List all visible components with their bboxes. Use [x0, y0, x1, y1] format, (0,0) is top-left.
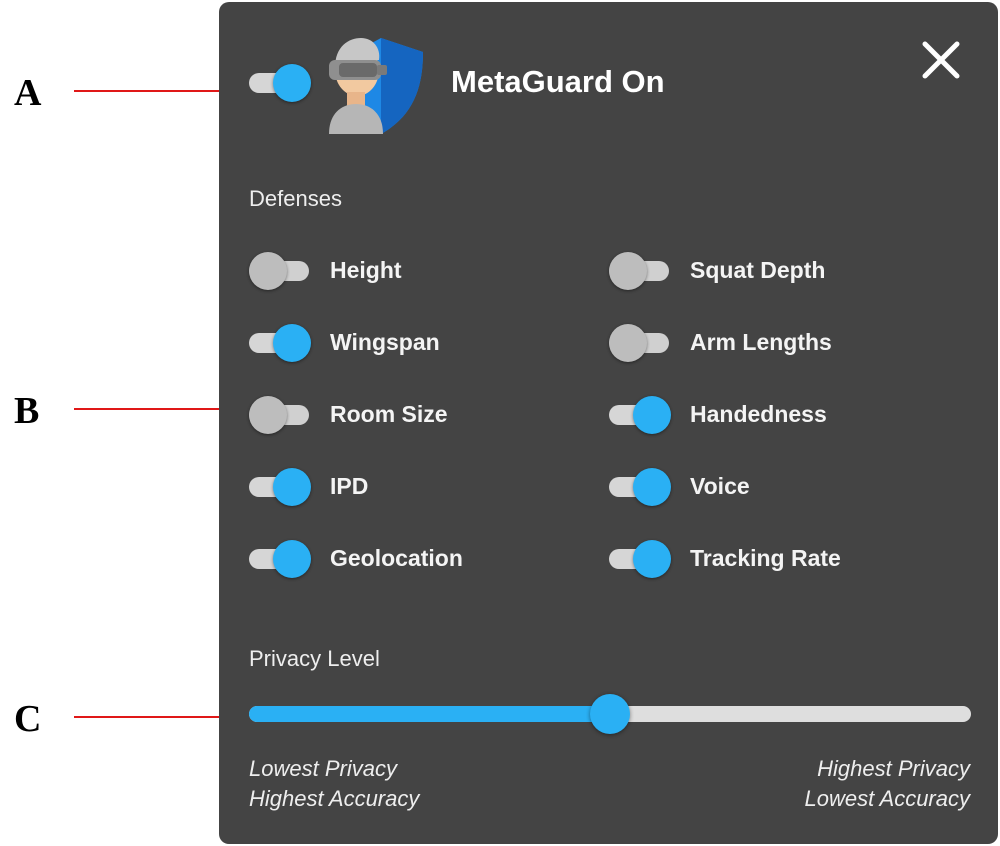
- slider-fill: [249, 706, 610, 722]
- toggle-squat-depth[interactable]: [609, 250, 671, 290]
- slider-thumb[interactable]: [590, 694, 630, 734]
- toggle-geolocation[interactable]: [249, 538, 311, 578]
- app-title: MetaGuard On: [451, 64, 665, 99]
- privacy-level-slider[interactable]: [249, 692, 971, 736]
- lowest-privacy-label: Lowest Privacy: [249, 756, 397, 781]
- toggle-height[interactable]: [249, 250, 311, 290]
- defense-label-geolocation: Geolocation: [330, 545, 463, 571]
- metaguard-panel: MetaGuard On Defenses Height Wingspan Ro…: [219, 2, 998, 844]
- callout-a-line: [74, 90, 220, 92]
- defense-label-tracking-rate: Tracking Rate: [690, 545, 841, 571]
- lowest-accuracy-label: Lowest Accuracy: [804, 786, 970, 811]
- callout-a: A: [14, 72, 42, 114]
- highest-privacy-label: Highest Privacy: [817, 756, 970, 781]
- defense-label-squat-depth: Squat Depth: [690, 257, 826, 283]
- defense-label-height: Height: [330, 257, 402, 283]
- defense-label-voice: Voice: [690, 473, 750, 499]
- toggle-wingspan[interactable]: [249, 322, 311, 362]
- callout-c: C: [14, 698, 42, 740]
- callout-b-line: [74, 408, 220, 410]
- toggle-voice[interactable]: [609, 466, 671, 506]
- metaguard-master-toggle[interactable]: [249, 62, 311, 102]
- close-icon[interactable]: [919, 38, 963, 82]
- privacy-level-heading: Privacy Level: [249, 646, 380, 671]
- defense-label-room-size: Room Size: [330, 401, 448, 427]
- defense-label-arm-lengths: Arm Lengths: [690, 329, 832, 355]
- callout-b: B: [14, 390, 40, 432]
- toggle-ipd[interactable]: [249, 466, 311, 506]
- defenses-heading: Defenses: [249, 186, 342, 211]
- toggle-arm-lengths[interactable]: [609, 322, 671, 362]
- vr-headset-shield-icon: [329, 38, 423, 134]
- defense-label-ipd: IPD: [330, 473, 369, 499]
- callout-c-line: [74, 716, 220, 718]
- toggle-tracking-rate[interactable]: [609, 538, 671, 578]
- highest-accuracy-label: Highest Accuracy: [249, 786, 420, 811]
- defense-label-handedness: Handedness: [690, 401, 827, 427]
- defense-label-wingspan: Wingspan: [330, 329, 440, 355]
- toggle-room-size[interactable]: [249, 394, 311, 434]
- toggle-handedness[interactable]: [609, 394, 671, 434]
